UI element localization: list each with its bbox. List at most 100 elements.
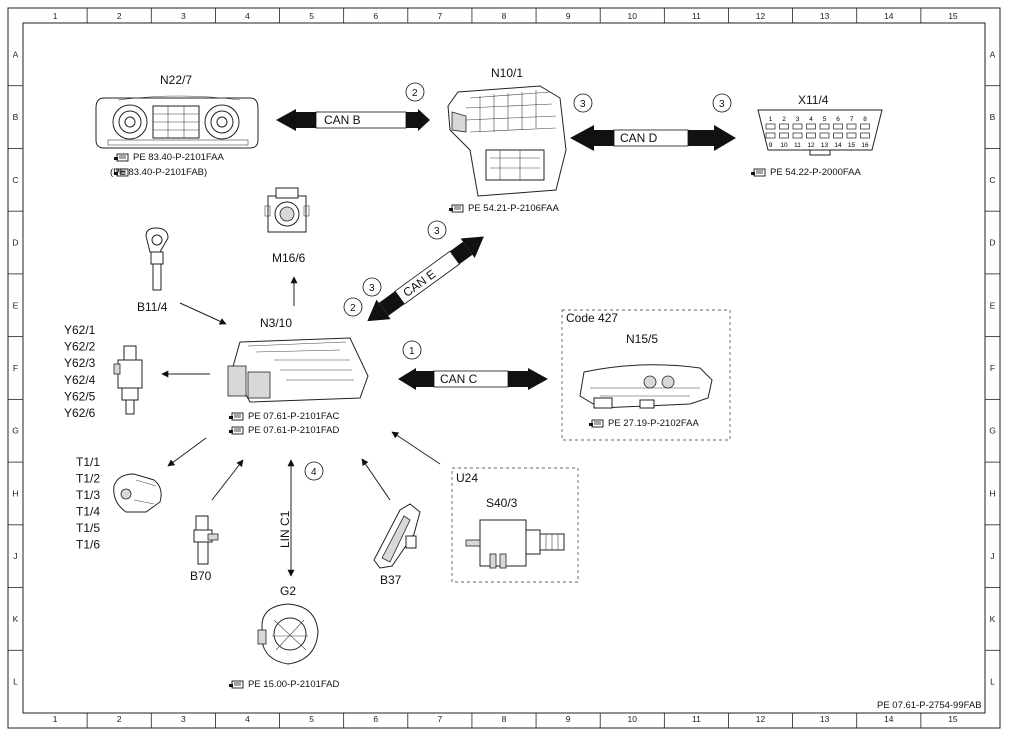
book-reference-icon — [750, 168, 766, 177]
grid-column-label: 4 — [245, 714, 250, 724]
grid-column-label: 5 — [309, 714, 314, 724]
component-m16-6: M16/6 — [264, 187, 310, 265]
code-427-box: Code 427 N15/5 PE 27.19-P-2102FAA — [561, 309, 731, 441]
grid-row-label: K — [13, 614, 19, 624]
grid-column-label: 5 — [309, 11, 314, 21]
n10-1-label: N10/1 — [491, 66, 523, 80]
book-reference-icon — [228, 680, 244, 689]
grid-column-label: 4 — [245, 11, 250, 21]
component-b11-4: B11/4 — [137, 227, 169, 314]
y62-label: Y62/2 — [64, 340, 96, 354]
svg-text:1: 1 — [409, 346, 415, 357]
grid-column-label: 7 — [437, 11, 442, 21]
b37-label: B37 — [380, 573, 402, 587]
grid-column-label: 13 — [820, 714, 830, 724]
book-reference-icon — [228, 412, 244, 421]
svg-text:PE 15.00-P-2101FAD: PE 15.00-P-2101FAD — [248, 679, 339, 690]
code-427-label: Code 427 — [566, 311, 618, 325]
grid-row-label: D — [12, 238, 18, 248]
svg-text:CAN B: CAN B — [324, 113, 361, 127]
grid-row-label: B — [13, 112, 19, 122]
u24-box: U24 S40/3 — [451, 467, 579, 583]
svg-text:3: 3 — [580, 99, 586, 110]
x11-4-pin-label: 11 — [794, 142, 801, 149]
arrow-b70-to-n3-10 — [211, 459, 244, 501]
svg-text:PE 54.21-P-2106FAA: PE 54.21-P-2106FAA — [468, 203, 559, 214]
grid-column-label: 14 — [884, 11, 894, 21]
b11-4-label: B11/4 — [137, 300, 168, 314]
x11-4-pin-label: 12 — [807, 142, 815, 149]
x11-4-pin-label: 15 — [848, 142, 856, 149]
svg-text:2: 2 — [350, 303, 356, 314]
m16-6-label: M16/6 — [272, 251, 306, 265]
book-reference-icon — [588, 419, 604, 428]
x11-4-pin-label: 16 — [861, 142, 869, 149]
bus-lin-c1: LIN C1 4 — [278, 459, 324, 577]
t1-label: T1/6 — [76, 538, 100, 552]
arrow-b11-4-to-n3-10 — [179, 302, 227, 325]
n22-7-ref-1: PE 83.40-P-2101FAA — [113, 152, 224, 163]
grid-row-label: C — [12, 175, 18, 185]
grid-column-label: 10 — [628, 714, 638, 724]
y62-label: Y62/6 — [64, 406, 96, 420]
t1-label: T1/1 — [76, 455, 100, 469]
grid-row-label: F — [990, 363, 995, 373]
grid-row-label: L — [13, 677, 18, 687]
grid-column-label: 1 — [53, 714, 58, 724]
component-n3-10: N3/10 — [227, 316, 369, 403]
n22-7-label: N22/7 — [160, 73, 192, 87]
svg-text:PE 07.61-P-2101FAD: PE 07.61-P-2101FAD — [248, 425, 339, 436]
t1-label: T1/5 — [76, 521, 100, 535]
y62-label: Y62/1 — [64, 323, 96, 337]
grid-row-label: J — [990, 551, 994, 561]
component-b70: B70 — [190, 515, 219, 583]
y62-label: Y62/5 — [64, 389, 96, 403]
bus-can-c: CAN C 1 — [398, 340, 548, 390]
grid-column-label: 6 — [373, 11, 378, 21]
arrow-u24-to-n3-10 — [391, 431, 441, 465]
svg-text:PE 54.22-P-2000FAA: PE 54.22-P-2000FAA — [770, 167, 861, 178]
grid-row-label: E — [990, 300, 996, 310]
x11-4-pin-label: 6 — [836, 116, 840, 123]
y62-label: Y62/3 — [64, 356, 96, 370]
svg-text:3: 3 — [369, 283, 375, 294]
grid-row-label: K — [990, 614, 996, 624]
s40-3-label: S40/3 — [486, 496, 518, 510]
svg-text:LIN C1: LIN C1 — [278, 510, 292, 548]
grid-column-label: 2 — [117, 714, 122, 724]
component-t1: T1/1T1/2T1/3T1/4T1/5T1/6 — [76, 455, 162, 552]
grid-row-label: G — [12, 426, 19, 436]
grid-row-label: L — [990, 677, 995, 687]
n22-7-ref-2: (PE 83.40-P-2101FAB) — [110, 167, 207, 178]
bus-can-d: CAN D 3 3 — [570, 93, 736, 151]
svg-text:2: 2 — [412, 88, 418, 99]
x11-4-ref: PE 54.22-P-2000FAA — [750, 167, 861, 178]
grid-column-label: 14 — [884, 714, 894, 724]
grid-column-label: 13 — [820, 11, 830, 21]
x11-4-pin-label: 4 — [809, 116, 813, 123]
grid-column-label: 2 — [117, 11, 122, 21]
grid-row-label: J — [13, 551, 17, 561]
grid-column-label: 1 — [53, 11, 58, 21]
bus-can-e: CAN E — [367, 236, 484, 322]
can-e-numbers: 3 3 2 — [343, 220, 447, 317]
arrow-b37-to-n3-10 — [361, 458, 391, 501]
book-reference-icon — [228, 426, 244, 435]
g2-label: G2 — [280, 584, 296, 598]
n3-10-ref-1: PE 07.61-P-2101FAC — [228, 411, 339, 422]
svg-text:PE 83.40-P-2101FAA: PE 83.40-P-2101FAA — [133, 152, 224, 163]
grid-column-label: 10 — [628, 11, 638, 21]
grid-column-label: 9 — [566, 11, 571, 21]
svg-text:CAN C: CAN C — [440, 372, 478, 386]
grid-column-label: 3 — [181, 714, 186, 724]
grid-column-label: 15 — [948, 11, 958, 21]
grid-column-label: 6 — [373, 714, 378, 724]
grid-column-label: 12 — [756, 11, 766, 21]
grid-row-label: A — [990, 49, 996, 59]
x11-4-pin-label: 14 — [834, 142, 842, 149]
arrow-n3-10-to-t1 — [167, 437, 207, 467]
b70-label: B70 — [190, 569, 212, 583]
x11-4-pin-label: 3 — [796, 116, 800, 123]
